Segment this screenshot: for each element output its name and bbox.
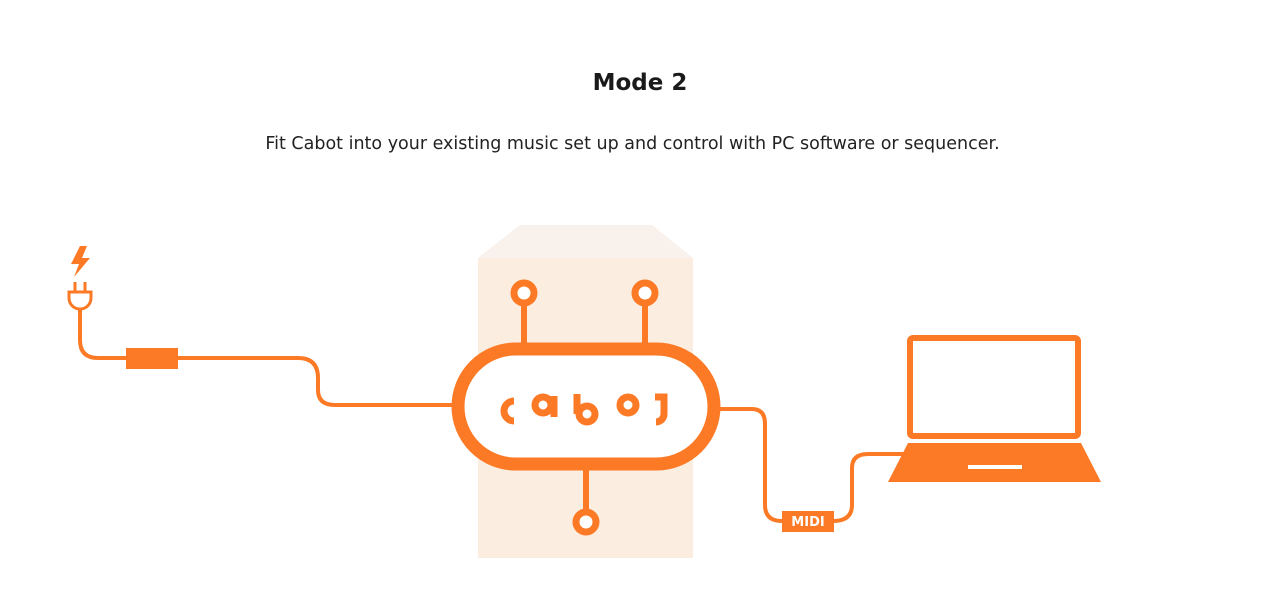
cabot-logo bbox=[500, 393, 668, 426]
midi-connector: MIDI bbox=[782, 511, 834, 532]
power-adapter-icon bbox=[126, 348, 178, 369]
power-cable bbox=[78, 309, 455, 407]
page-title: Mode 2 bbox=[592, 70, 688, 96]
page-subtitle: Fit Cabot into your existing music set u… bbox=[265, 134, 1000, 154]
lightning-icon bbox=[71, 246, 90, 277]
cabot-device-icon bbox=[451, 225, 721, 558]
power-plug-icon bbox=[67, 282, 93, 311]
midi-label: MIDI bbox=[791, 515, 824, 530]
laptop-icon bbox=[888, 335, 1101, 482]
midi-cable bbox=[720, 407, 905, 523]
